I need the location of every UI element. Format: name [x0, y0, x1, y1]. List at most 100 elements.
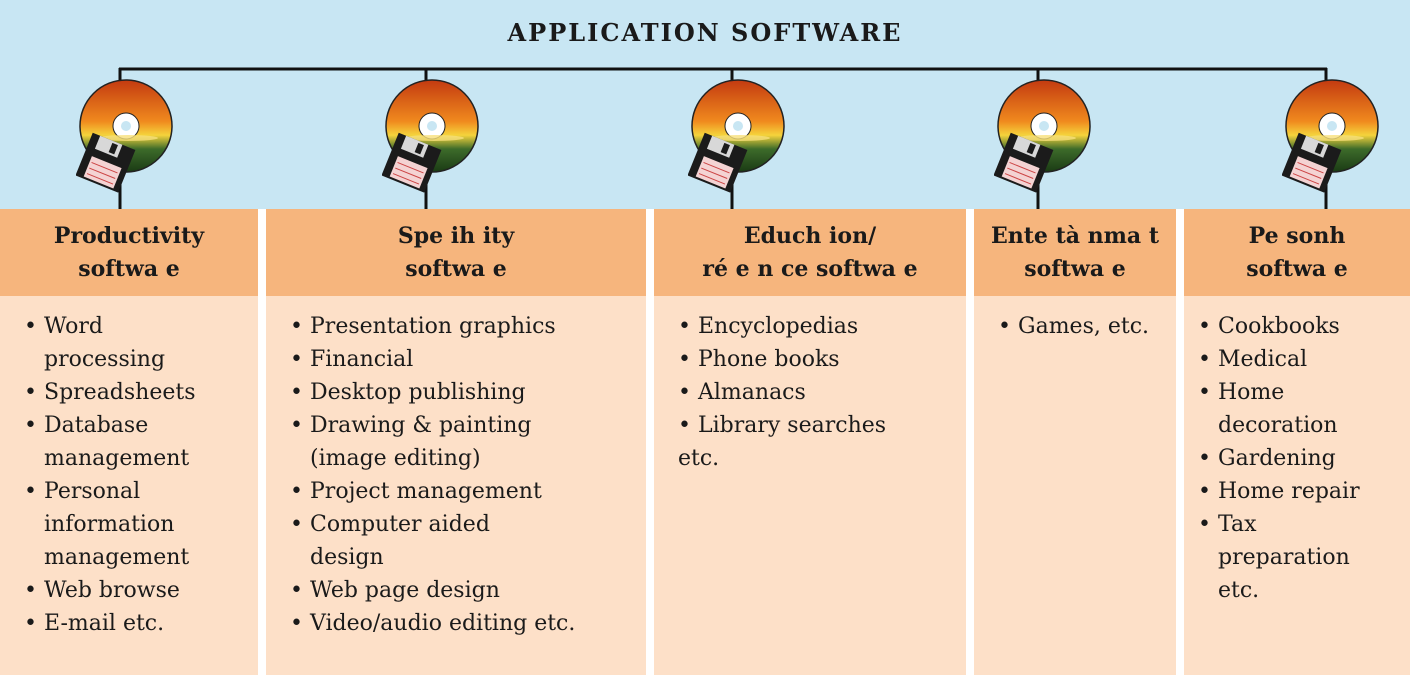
bullet-icon: •: [24, 380, 37, 405]
list-item: •Cookbooks: [1198, 310, 1404, 343]
list-item: •Encyclopedias: [678, 310, 960, 343]
list-item-text: Games, etc.: [1018, 314, 1150, 339]
category-body: • Games, etc.: [974, 296, 1176, 675]
bullet-icon: •: [290, 347, 303, 372]
list-item: • Library searches: [678, 409, 960, 442]
category-body: •Encyclopedias •Phone books • Almanacs • L…: [654, 296, 966, 675]
list-item: •Drawing & painting: [290, 409, 640, 442]
list-item: •Personal: [24, 475, 252, 508]
list-item-text: Video/audio editing etc.: [310, 611, 576, 636]
category-heading: Productivity softwa e: [0, 209, 258, 296]
bullet-icon: •: [1198, 314, 1211, 339]
list-item-text: Almanacs: [698, 380, 806, 405]
bullet-icon: •: [24, 578, 37, 603]
cd-and-floppy-disk-icon: [993, 76, 1114, 196]
list-item-text: Tax: [1218, 512, 1257, 537]
list-item-continuation: processing: [24, 343, 252, 376]
bullet-icon: •: [1198, 479, 1211, 504]
list-item-text: E-mail etc.: [44, 611, 165, 636]
category-heading-line: Educh ion/: [743, 222, 877, 249]
list-item-text: etc.: [678, 446, 720, 471]
bullet-icon: •: [678, 380, 691, 405]
list-item-continuation: decoration: [1198, 409, 1404, 442]
bullet-icon: •: [998, 314, 1011, 339]
bullet-icon: •: [24, 314, 37, 339]
list-item-text: Word: [44, 314, 103, 339]
category-heading-line: softwa e: [405, 255, 507, 282]
list-item-text: Web browse: [44, 578, 180, 603]
list-item: • Word: [24, 310, 252, 343]
category-heading: Spe ih ity softwa e: [266, 209, 646, 296]
list-item-text: Spreadsheets: [44, 380, 196, 405]
category-column-speciality: Spe ih ity softwa e • Presentation graphi…: [266, 209, 646, 675]
bullet-icon: •: [290, 380, 303, 405]
list-item-continuation: etc.: [678, 442, 960, 475]
list-item-text: processing: [44, 347, 166, 372]
list-item-continuation: design: [290, 541, 640, 574]
category-heading: Educh ion/ ré e n ce softwa e: [654, 209, 966, 296]
category-column-education-reference: Educh ion/ ré e n ce softwa e •Encyclope…: [654, 209, 966, 675]
category-heading-line: Ente tà nma t: [990, 222, 1159, 249]
list-item: • E-mail etc.: [24, 607, 252, 640]
list-item-text: management: [44, 545, 190, 570]
list-item-continuation: etc.: [1198, 574, 1404, 607]
list-item: •Medical: [1198, 343, 1404, 376]
category-column-personal: Pe sonh softwa e •Cookbooks •Medical •Ho…: [1184, 209, 1410, 675]
list-item: •Phone books: [678, 343, 960, 376]
list-item-text: Financial: [310, 347, 414, 372]
bullet-icon: •: [290, 611, 303, 636]
cd-and-floppy-disk-icon: [687, 76, 808, 196]
category-body: •Cookbooks •Medical •Home decoration •Ga…: [1184, 296, 1410, 675]
bullet-icon: •: [24, 611, 37, 636]
list-item: •Project management: [290, 475, 640, 508]
cd-and-floppy-disk-icon: [75, 76, 196, 196]
list-item-text: Gardening: [1218, 446, 1336, 471]
category-list: •Encyclopedias •Phone books • Almanacs • L…: [654, 296, 966, 475]
list-item-text: information: [44, 512, 175, 537]
list-item-text: Drawing & painting: [310, 413, 532, 438]
list-item-text: management: [44, 446, 190, 471]
list-item: • Gardening: [1198, 442, 1404, 475]
list-item: •Computer aided: [290, 508, 640, 541]
bullet-icon: •: [24, 479, 37, 504]
list-item: • Spreadsheets: [24, 376, 252, 409]
list-item-continuation: information: [24, 508, 252, 541]
list-item: • Almanacs: [678, 376, 960, 409]
list-item: • Desktop publishing: [290, 376, 640, 409]
category-heading-line: Spe ih ity: [397, 222, 515, 249]
list-item-text: Library searches: [698, 413, 887, 438]
bullet-icon: •: [1198, 446, 1211, 471]
bullet-icon: •: [1198, 347, 1211, 372]
category-heading: Ente tà nma t softwa e: [974, 209, 1176, 296]
bullet-icon: •: [290, 479, 303, 504]
list-item: • Database: [24, 409, 252, 442]
list-item-text: Database: [44, 413, 149, 438]
list-item-text: decoration: [1218, 413, 1338, 438]
list-item-text: Desktop publishing: [310, 380, 526, 405]
cd-and-floppy-disk-icon: [1281, 76, 1402, 196]
list-item: • Games, etc.: [998, 310, 1170, 343]
list-item-continuation: (image editing): [290, 442, 640, 475]
list-item-text: preparation: [1218, 545, 1350, 570]
category-heading-line: Productivity: [53, 222, 205, 249]
bullet-icon: •: [290, 578, 303, 603]
list-item-text: Phone books: [698, 347, 840, 372]
bullet-icon: •: [24, 413, 37, 438]
category-list: • Games, etc.: [974, 296, 1176, 343]
category-heading-line: ré e n ce softwa e: [702, 255, 918, 282]
list-item-text: Encyclopedias: [698, 314, 859, 339]
list-item-continuation: management: [24, 442, 252, 475]
bullet-icon: •: [1198, 512, 1211, 537]
list-item-text: (image editing): [310, 446, 481, 471]
list-item-text: Presentation graphics: [310, 314, 556, 339]
diagram-title: APPLICATION SOFTWARE: [507, 18, 903, 47]
category-body: • Word processing • Spreadsheets • Database…: [0, 296, 258, 675]
category-heading-line: softwa e: [78, 255, 180, 282]
bullet-icon: •: [290, 314, 303, 339]
list-item: • Video/audio editing etc.: [290, 607, 640, 640]
list-item-continuation: preparation: [1198, 541, 1404, 574]
cd-and-floppy-disk-icon: [381, 76, 502, 196]
bullet-icon: •: [678, 413, 691, 438]
category-list: • Word processing • Spreadsheets • Database…: [0, 296, 258, 640]
list-item: • Tax: [1198, 508, 1404, 541]
